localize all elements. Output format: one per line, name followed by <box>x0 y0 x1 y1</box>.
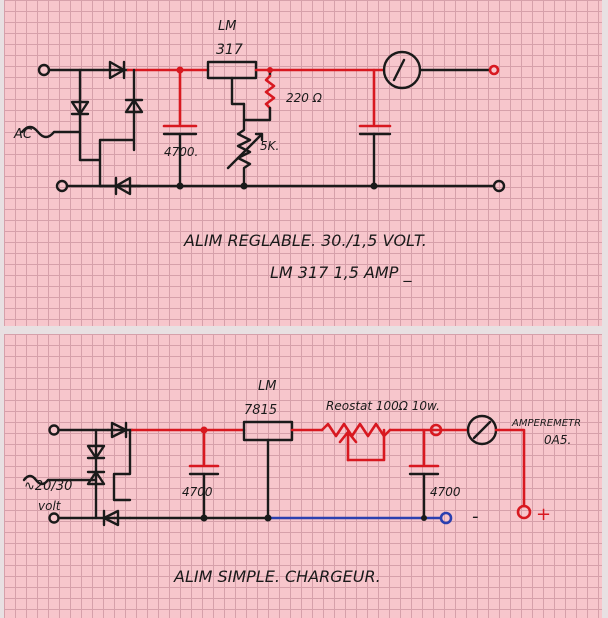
cap-input-label: 4700. <box>164 145 198 159</box>
resistor-220-label: 220 Ω <box>286 91 323 105</box>
input-terminal-bottom <box>48 512 60 524</box>
wire-bridge-mid <box>78 138 136 188</box>
ac-label-line1: ∿20/30 <box>24 479 72 494</box>
capacitor-output <box>408 428 440 521</box>
card-charger-supply: ∿20/30 volt - 4700 LM 7815 Reostat 100Ω … <box>4 334 602 618</box>
input-terminal-top <box>37 63 51 77</box>
output-terminal-positive <box>488 64 500 76</box>
plus-label: + <box>536 504 551 525</box>
regulator-lm317 <box>206 60 258 80</box>
pot-label: 5K. <box>260 139 279 153</box>
regulator-7815 <box>242 420 294 442</box>
potentiometer-5k <box>226 118 264 190</box>
minus-label: - <box>472 506 479 527</box>
rheostat <box>320 422 392 462</box>
voltmeter-icon <box>382 50 422 90</box>
input-terminal-top <box>48 424 60 436</box>
capacitor-input <box>162 66 198 190</box>
ammeter-label-line2: 0A5. <box>544 433 571 447</box>
regulator-label-line1: LM <box>258 379 276 394</box>
bottom-title: ALIM SIMPLE. CHARGEUR. <box>173 567 381 586</box>
wire-adjust <box>230 76 246 106</box>
capacitor-output <box>358 68 392 190</box>
ammeter-icon <box>466 414 498 446</box>
bridge-diode-left <box>70 68 90 162</box>
ac-input-wave <box>20 125 82 139</box>
output-terminal-positive <box>516 504 532 520</box>
rheostat-label: Reostat 100Ω 10w. <box>326 399 440 413</box>
ac-label: AC <box>13 127 33 142</box>
cap-output-label: 4700 <box>430 485 461 499</box>
junction-output <box>429 423 443 437</box>
junction-ground <box>264 514 272 522</box>
input-terminal-bottom <box>55 179 69 193</box>
output-terminal-negative <box>492 179 506 193</box>
bridge-diode-left <box>86 428 106 520</box>
schematic-adjustable-supply: AC 4700. LM 317 220 Ω 5K. <box>13 19 506 283</box>
bridge-diode-right <box>124 68 144 152</box>
bridge-diode-top <box>106 421 134 439</box>
bridge-diode-top <box>102 60 130 80</box>
bridge-diode-bottom <box>57 509 132 527</box>
wire-to-positive-terminal <box>494 428 526 508</box>
capacitor-input <box>188 426 220 522</box>
top-title: ALIM REGLABLE. 30./1,5 VOLT. <box>183 231 427 250</box>
resistor-220 <box>242 67 276 122</box>
regulator-label-line2: 7815 <box>244 403 277 418</box>
regulator-label-line1: LM <box>218 19 236 34</box>
card-adjustable-supply: AC 4700. LM 317 220 Ω 5K. <box>4 0 602 326</box>
ammeter-label-line1: AMPEREMETR <box>511 418 581 429</box>
top-subtitle: LM 317 1,5 AMP _ <box>270 263 412 283</box>
cap-input-label: 4700 <box>182 485 213 499</box>
regulator-label-line2: 317 <box>216 42 243 58</box>
bridge-diode-right <box>112 428 132 502</box>
output-terminal-negative <box>439 511 453 525</box>
ac-input-wave <box>22 474 98 486</box>
ac-label-line2: volt <box>38 499 62 513</box>
schematic-charger-supply: ∿20/30 volt - 4700 LM 7815 Reostat 100Ω … <box>22 379 581 586</box>
